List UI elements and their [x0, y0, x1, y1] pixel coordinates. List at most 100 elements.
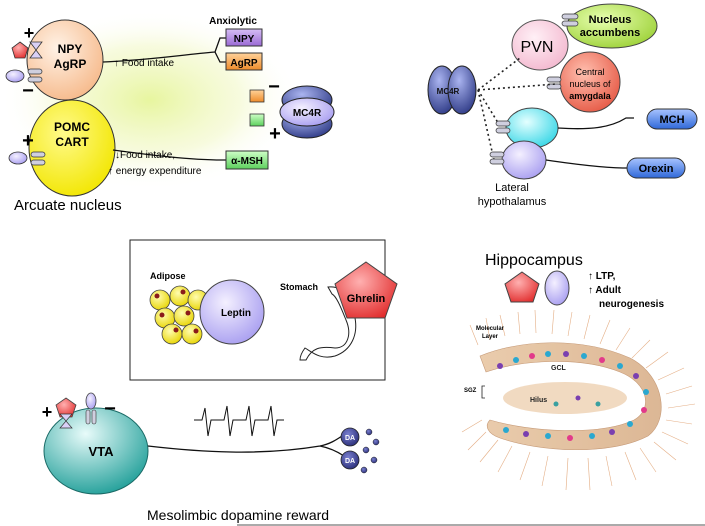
cna-label-1: Central — [575, 67, 604, 77]
leptin-blob — [199, 279, 265, 345]
mesolimbic-panel: VTA + − DA DA Mesolimbic dopamine reward — [42, 392, 705, 526]
hippo-leptin-icon — [544, 270, 570, 306]
da-vesicle-2 — [340, 450, 360, 470]
granule-cell-dots — [497, 351, 649, 441]
anxiolytic-label: Anxiolytic — [209, 16, 257, 27]
cart-label: CART — [55, 135, 89, 149]
vta-plus-sign: + — [42, 402, 53, 422]
ghrelin-label: Ghrelin — [347, 293, 386, 305]
orexin-label: Orexin — [639, 163, 674, 175]
lh-label-1: Lateral — [495, 182, 529, 194]
npy-minus-sign: − — [22, 80, 34, 102]
stomach-icon — [299, 286, 357, 361]
pomc-plus-sign: + — [22, 130, 34, 152]
lh-label-2: hypothalamus — [478, 196, 547, 208]
leptin-receptor-icon — [5, 68, 43, 83]
food-intake-up-label: ↑ Food intake — [114, 58, 174, 69]
mc4r-minus-sign: − — [268, 76, 280, 98]
granule-cell-layer — [479, 342, 662, 451]
dentate-gyrus-illustration — [461, 309, 696, 491]
pvn-neuron — [511, 19, 569, 71]
npy-box-label: NPY — [234, 34, 255, 45]
nucleus-accumbens — [566, 3, 658, 49]
neurogenesis-label: neurogenesis — [599, 299, 664, 310]
npy-box — [225, 28, 263, 47]
mesolimbic-title: Mesolimbic dopamine reward — [147, 507, 329, 523]
pomc-leptin-receptor-icon — [8, 151, 46, 166]
ltp-label: ↑ LTP, — [588, 271, 616, 282]
npy-plus-sign: + — [24, 23, 35, 43]
amsh-box — [225, 150, 269, 170]
hourglass-receptor-icon — [29, 41, 43, 59]
sgz-bracket — [481, 385, 485, 399]
vta-axon — [147, 435, 345, 457]
da-vesicle-1 — [340, 427, 360, 447]
orexin-axon — [545, 159, 634, 169]
agrp-axon — [214, 51, 226, 63]
energy-expenditure-label: ↑ energy expenditure — [108, 166, 202, 177]
dopamine-dots — [360, 428, 380, 474]
amsh-ligand-icon — [249, 113, 265, 127]
molecular-layer-label-1: Molecular — [476, 326, 505, 332]
da-label-2: DA — [345, 458, 355, 465]
vta-minus-sign: − — [104, 398, 116, 420]
mch-label: MCH — [659, 114, 684, 126]
vta-label: VTA — [88, 444, 114, 459]
agrp-box-label: AgRP — [230, 58, 258, 69]
arcuate-nucleus-title: Arcuate nucleus — [14, 197, 122, 214]
orexin-box — [626, 157, 686, 179]
vta-neuron — [43, 407, 149, 495]
npy-axon — [102, 37, 226, 63]
agrp-label: AgRP — [54, 57, 87, 71]
nac-label-1: Nucleus — [589, 14, 632, 26]
orexin-neuron — [501, 140, 547, 180]
vta-hourglass-receptor-icon — [59, 413, 73, 429]
mc4r-hypothalamus-receptor-icon — [427, 65, 477, 115]
hilus-region — [503, 382, 627, 414]
hippocampus-title: Hippocampus — [485, 252, 583, 269]
adipocyte-cluster-icon — [149, 285, 209, 345]
amsh-box-label: α-MSH — [231, 156, 263, 167]
adult-label: ↑ Adult — [588, 285, 622, 296]
vta-leptin-icon — [85, 392, 97, 410]
sgz-label: SGZ — [464, 388, 477, 394]
mc4r-dotted-projections — [477, 57, 557, 161]
hippocampus-panel: Hippocampus ↑ LTP, ↑ Adult neurogenesis — [461, 252, 696, 491]
arcuate-nucleus-panel: POMC CART NPY AgRP + − + ↑ — [0, 10, 335, 214]
mc4r-hypo-label: MC4R — [437, 87, 460, 96]
nac-label-2: accumbens — [580, 27, 641, 39]
cna-label-2: nucleus of — [569, 79, 611, 89]
pomc-label: POMC — [54, 120, 90, 134]
lh-receptor-icons — [489, 120, 511, 165]
cna-receptor-icon — [546, 76, 562, 90]
food-intake-down-label: ↓Food intake, — [115, 150, 175, 161]
ghrelin-pentagon — [334, 261, 398, 319]
nac-receptor-icon — [561, 13, 579, 27]
action-potential-trace-icon — [194, 405, 284, 437]
npy-agrp-neuron — [26, 19, 104, 101]
peripheral-signals-panel: Adipose Leptin Stomach Ghrelin — [129, 239, 398, 381]
mc4r-plus-sign: + — [269, 123, 281, 145]
molecular-layer-label-2: Layer — [482, 334, 499, 340]
vta-leptin-receptor-icon — [85, 409, 97, 425]
stomach-label: Stomach — [280, 282, 318, 292]
leptin-label: Leptin — [221, 308, 251, 319]
agrp-ligand-icon — [249, 89, 265, 103]
cna-label-3: amygdala — [569, 91, 612, 101]
gcl-label: GCL — [551, 365, 567, 372]
pomc-cart-neuron — [28, 99, 116, 197]
hippo-ghrelin-icon — [504, 271, 540, 303]
hilus-label: Hilus — [530, 397, 547, 404]
mch-axon — [557, 117, 634, 130]
adipose-label: Adipose — [150, 271, 186, 281]
dendrite-fibers — [461, 309, 696, 491]
ghrelin-pentagon-icon — [11, 41, 29, 59]
mch-box — [646, 108, 698, 130]
pomc-axon — [112, 149, 226, 161]
pvn-label: PVN — [521, 39, 554, 56]
mc4r-receptor-icon — [279, 85, 335, 139]
agrp-box — [225, 52, 263, 71]
mc4r-label: MC4R — [293, 108, 322, 119]
da-label-1: DA — [345, 435, 355, 442]
